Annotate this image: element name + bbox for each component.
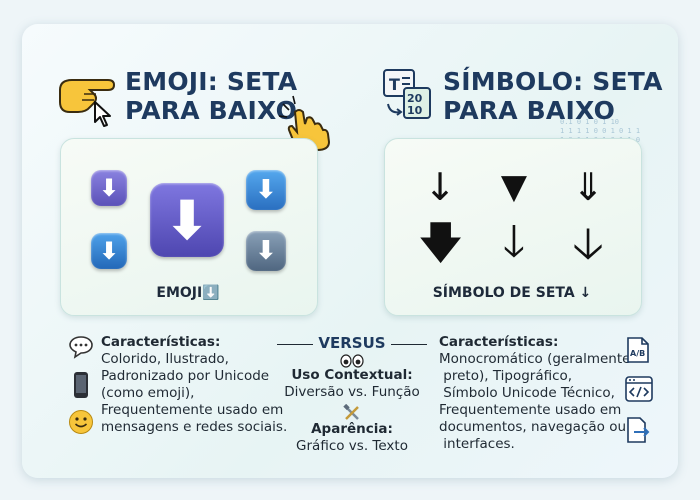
right-line-4: Frequentemente usado em — [439, 402, 622, 418]
symbol-arrow-thin: ↓ — [424, 165, 456, 209]
svg-text:A/B: A/B — [630, 349, 645, 358]
appearance-label: Aparência: — [311, 421, 393, 437]
right-line-1: Monocromático (geralmente — [439, 351, 631, 367]
right-line-5: documentos, navegação ou — [439, 419, 627, 435]
arrow-glyph: ⬇ — [98, 237, 120, 265]
right-line-6: interfaces. — [439, 436, 515, 452]
emoji-arrow-large: ⬇ — [150, 183, 224, 257]
right-line-3: Símbolo Unicode Técnico, — [439, 385, 615, 401]
arrow-glyph: ⬇ — [98, 174, 120, 202]
left-line-5: mensagens e redes sociais. — [101, 419, 288, 435]
left-heading: Características: — [101, 334, 221, 350]
emoji-arrow-gray: ⬇ — [246, 231, 286, 271]
symbol-triangle-down: ▼ — [500, 167, 528, 207]
svg-text:20: 20 — [407, 92, 423, 105]
symbol-panel — [384, 138, 642, 316]
usage-label: Uso Contextual: — [291, 367, 413, 383]
left-line-3: (como emoji), — [101, 385, 195, 401]
arrow-glyph: ⬇ — [164, 188, 210, 252]
right-title-line2: PARA BAIXO — [443, 96, 616, 125]
left-title-line1: EMOJI: SETA — [125, 67, 298, 96]
pointing-hand-icon — [56, 72, 118, 118]
symbol-arrow-bold: 🡓 — [502, 216, 526, 267]
arrow-document-icon — [626, 416, 652, 448]
versus-rule — [277, 336, 427, 352]
emoji-label: EMOJI⬇️ — [156, 285, 220, 301]
symbol-arrow-heavy: 🡇 — [418, 218, 464, 269]
speech-bubble-icon — [68, 335, 94, 363]
code-window-icon — [625, 376, 653, 406]
ab-document-icon: A/B — [626, 336, 650, 368]
symbol-arrow-medium: 🡣 — [572, 218, 604, 269]
arrow-glyph: ⬇ — [255, 236, 277, 266]
versus-label: VERSUS — [318, 334, 386, 352]
left-line-1: Colorido, Ilustrado, — [101, 351, 229, 367]
usage-text: Diversão vs. Função — [284, 384, 420, 400]
left-line-2: Padronizado por Unicode — [101, 368, 270, 384]
emoji-arrow-blue-right: ⬇ — [246, 170, 286, 210]
smartphone-icon — [73, 371, 89, 403]
text-document-icon: T 20 10 — [382, 68, 432, 124]
right-heading: Características: — [439, 334, 559, 350]
arrow-glyph: ⬇ — [255, 175, 277, 205]
svg-text:T: T — [389, 75, 400, 94]
appearance-text: Gráfico vs. Texto — [296, 438, 408, 454]
left-title-line2: PARA BAIXO — [125, 96, 298, 125]
cursor-icon — [93, 100, 115, 132]
symbol-label: SÍMBOLO DE SETA ↓ — [432, 285, 592, 301]
right-title-line1: SÍMBOLO: SETA — [443, 67, 663, 96]
emoji-arrow-small-purple: ⬇ — [91, 170, 127, 206]
right-line-2: preto), Tipográfico, — [439, 368, 573, 384]
left-line-4: Frequentemente usado em — [101, 402, 284, 418]
svg-text:10: 10 — [407, 104, 423, 117]
eyes-icon — [339, 353, 365, 372]
crossed-tools-icon — [343, 403, 361, 426]
smiley-icon — [68, 409, 94, 439]
emoji-arrow-small-blue: ⬇ — [91, 233, 127, 269]
symbol-double-arrow: ⇓ — [572, 165, 604, 209]
